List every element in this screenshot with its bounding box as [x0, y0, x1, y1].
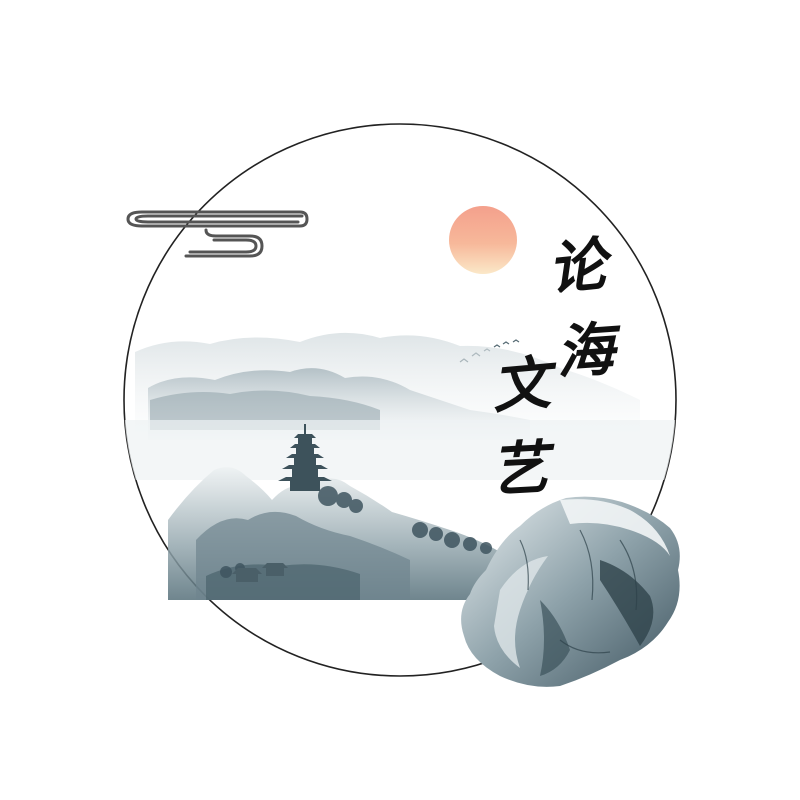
sun-icon	[449, 206, 517, 274]
pagoda-icon	[278, 424, 332, 491]
title-char-lun: 论	[544, 230, 610, 304]
cloud-scroll-icon	[126, 210, 309, 258]
title-char-yi: 艺	[488, 433, 550, 505]
pagoda-hills	[168, 424, 500, 600]
foreground-rock	[461, 496, 680, 687]
title-char-wen: 文	[489, 348, 553, 422]
title-char-hai: 海	[553, 315, 617, 387]
frame-circle	[123, 123, 677, 677]
